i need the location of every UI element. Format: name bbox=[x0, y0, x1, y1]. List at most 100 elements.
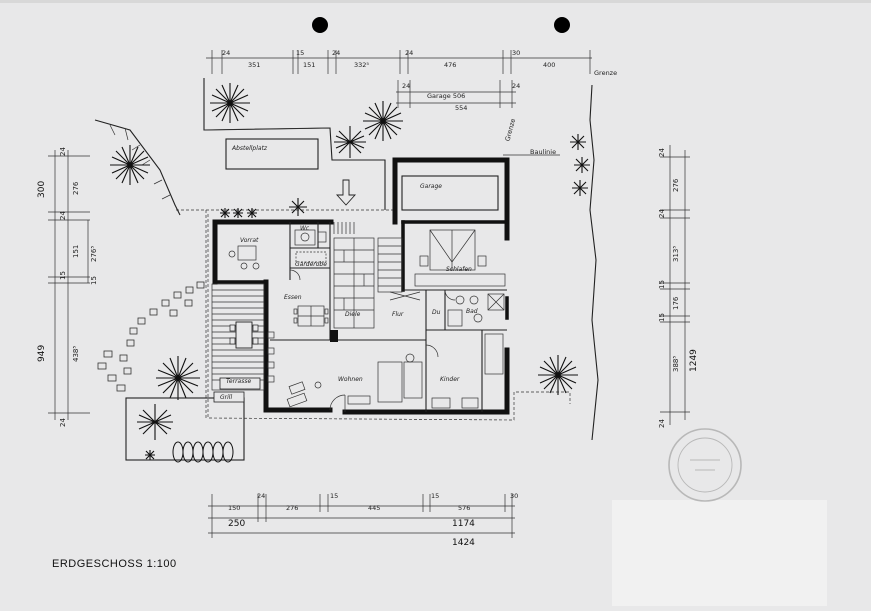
furniture bbox=[228, 229, 506, 409]
slope-line bbox=[94, 119, 181, 216]
top-dim-1: 351 bbox=[248, 61, 260, 69]
top-dimension-chain: 24 351 15 151 24 332⁵ 24 476 30 400 bbox=[206, 49, 592, 74]
tree-icon bbox=[156, 356, 200, 400]
top-dim-3: 151 bbox=[303, 61, 315, 69]
room-label-bad: Bad bbox=[466, 308, 478, 315]
left-dim-300: 300 bbox=[37, 181, 47, 198]
garage-block: Garage bbox=[392, 157, 510, 241]
left-inner-dim-2: 24 bbox=[59, 211, 67, 220]
right-dim-2: 24 bbox=[658, 209, 666, 218]
room-label-kinder: Kinder bbox=[440, 376, 460, 383]
right-dim-7: 388⁵ bbox=[672, 356, 680, 372]
bottom-dim-total: 1424 bbox=[452, 538, 475, 548]
chimney bbox=[330, 330, 338, 342]
baulinie-label: Baulinie bbox=[530, 148, 556, 156]
tree-icon bbox=[334, 126, 366, 158]
room-label-flur: Flur bbox=[392, 311, 404, 318]
bottom-dim-6: 576 bbox=[458, 504, 470, 512]
bottom-dim-250: 250 bbox=[228, 519, 245, 529]
stone-wall-diele bbox=[333, 237, 375, 329]
room-label-essen: Essen bbox=[284, 294, 302, 301]
bottom-dim-1: 24 bbox=[257, 492, 265, 500]
paper-top-edge bbox=[0, 0, 871, 3]
stairs bbox=[377, 237, 421, 301]
left-inner-dim-7: 438⁵ bbox=[72, 346, 80, 362]
property-line-right bbox=[589, 84, 599, 441]
right-dim-0: 24 bbox=[658, 148, 666, 157]
top-dim-0: 24 bbox=[222, 49, 230, 57]
plant-pots-right bbox=[267, 331, 275, 383]
plant-icon bbox=[574, 157, 590, 173]
door-swings bbox=[289, 269, 456, 412]
bottom-dimension-chains: 150 24 276 15 445 15 576 30 250 1174 142… bbox=[208, 492, 518, 548]
room-label-terrasse: Terrasse bbox=[226, 378, 251, 385]
garage-dim-3: 554 bbox=[455, 104, 467, 112]
garage-dimension-chain: 24 Garage 506 24 554 bbox=[396, 80, 520, 112]
tree-icon bbox=[110, 145, 150, 185]
left-dimension-chains: 300 949 24 276 24 151 15 276⁵ 15 438⁵ 24 bbox=[37, 147, 98, 427]
tree-icon bbox=[538, 355, 578, 395]
tree-icon bbox=[210, 83, 250, 123]
plant-icon bbox=[247, 208, 257, 218]
right-dim-5: 176 bbox=[672, 296, 680, 310]
plant-icon bbox=[145, 450, 155, 460]
official-stamp bbox=[668, 428, 742, 502]
eaves-outline bbox=[207, 214, 571, 421]
left-dim-949: 949 bbox=[37, 345, 47, 362]
binder-hole-left bbox=[312, 17, 328, 33]
tree-icon bbox=[137, 404, 173, 440]
tree-icon bbox=[363, 101, 403, 141]
top-dim-9: 400 bbox=[543, 61, 555, 69]
bottom-dim-4: 445 bbox=[368, 504, 380, 512]
garage-dim-0: 24 bbox=[402, 82, 410, 90]
entry-hatch bbox=[333, 222, 355, 234]
right-dim-1: 276 bbox=[672, 178, 680, 192]
left-inner-dim-5: 276⁵ bbox=[90, 246, 98, 262]
room-labels: Vorrat Wc Garderobe Schlafen Essen Diele… bbox=[220, 225, 478, 401]
garage-dim-1: Garage 506 bbox=[427, 92, 465, 100]
left-inner-dim-4: 15 bbox=[59, 271, 67, 280]
terrace-deck bbox=[211, 283, 265, 403]
room-label-grill: Grill bbox=[220, 394, 232, 401]
plant-icon bbox=[572, 180, 588, 196]
room-label-wc: Wc bbox=[300, 225, 310, 232]
room-label-garage: Garage bbox=[420, 183, 442, 190]
garden-edge bbox=[203, 127, 331, 131]
house-interior-walls bbox=[213, 222, 507, 412]
plant-icon bbox=[570, 134, 586, 150]
left-inner-dim-8: 24 bbox=[59, 418, 67, 427]
right-dim-4: 15 bbox=[658, 280, 666, 289]
top-dim-2: 15 bbox=[296, 49, 304, 57]
bottom-dim-7: 30 bbox=[510, 492, 518, 500]
right-dim-total: 1249 bbox=[689, 349, 699, 372]
garage-dim-2: 24 bbox=[512, 82, 520, 90]
hedge-coils bbox=[172, 441, 234, 463]
right-dim-3: 313⁵ bbox=[672, 246, 680, 262]
left-inner-dim-0: 24 bbox=[59, 147, 67, 156]
bottom-dim-2: 276 bbox=[286, 504, 298, 512]
top-dim-4: 24 bbox=[332, 49, 340, 57]
right-dimension-chains: 24 276 24 313⁵ 15 176 15 388⁵ 24 1249 bbox=[658, 145, 699, 428]
room-label-dusche: Du bbox=[432, 309, 441, 316]
left-inner-dim-3: 151 bbox=[72, 245, 80, 258]
room-label-wohnen: Wohnen bbox=[338, 376, 363, 383]
top-dim-6: 24 bbox=[405, 49, 413, 57]
room-label-abstellplatz: Abstellplatz bbox=[231, 145, 268, 152]
abstellplatz-area bbox=[225, 138, 319, 170]
grenze-top-label: Grenze bbox=[594, 69, 617, 77]
paper-blank-patch bbox=[612, 500, 827, 606]
room-label-diele: Diele bbox=[345, 311, 361, 318]
left-inner-dim-1: 276 bbox=[72, 181, 80, 195]
top-dim-7: 476 bbox=[444, 61, 456, 69]
bottom-dim-3: 15 bbox=[330, 492, 338, 500]
room-label-vorrat: Vorrat bbox=[240, 237, 259, 244]
bottom-dim-5: 15 bbox=[431, 492, 439, 500]
plant-icon bbox=[220, 208, 230, 218]
top-dim-8: 30 bbox=[512, 49, 520, 57]
room-label-garderobe: Garderobe bbox=[295, 261, 327, 268]
entrance-arrow-icon bbox=[335, 179, 357, 206]
house-outer-walls bbox=[212, 219, 510, 415]
garden-boundary-top bbox=[203, 78, 386, 210]
stepping-stones bbox=[97, 281, 205, 392]
